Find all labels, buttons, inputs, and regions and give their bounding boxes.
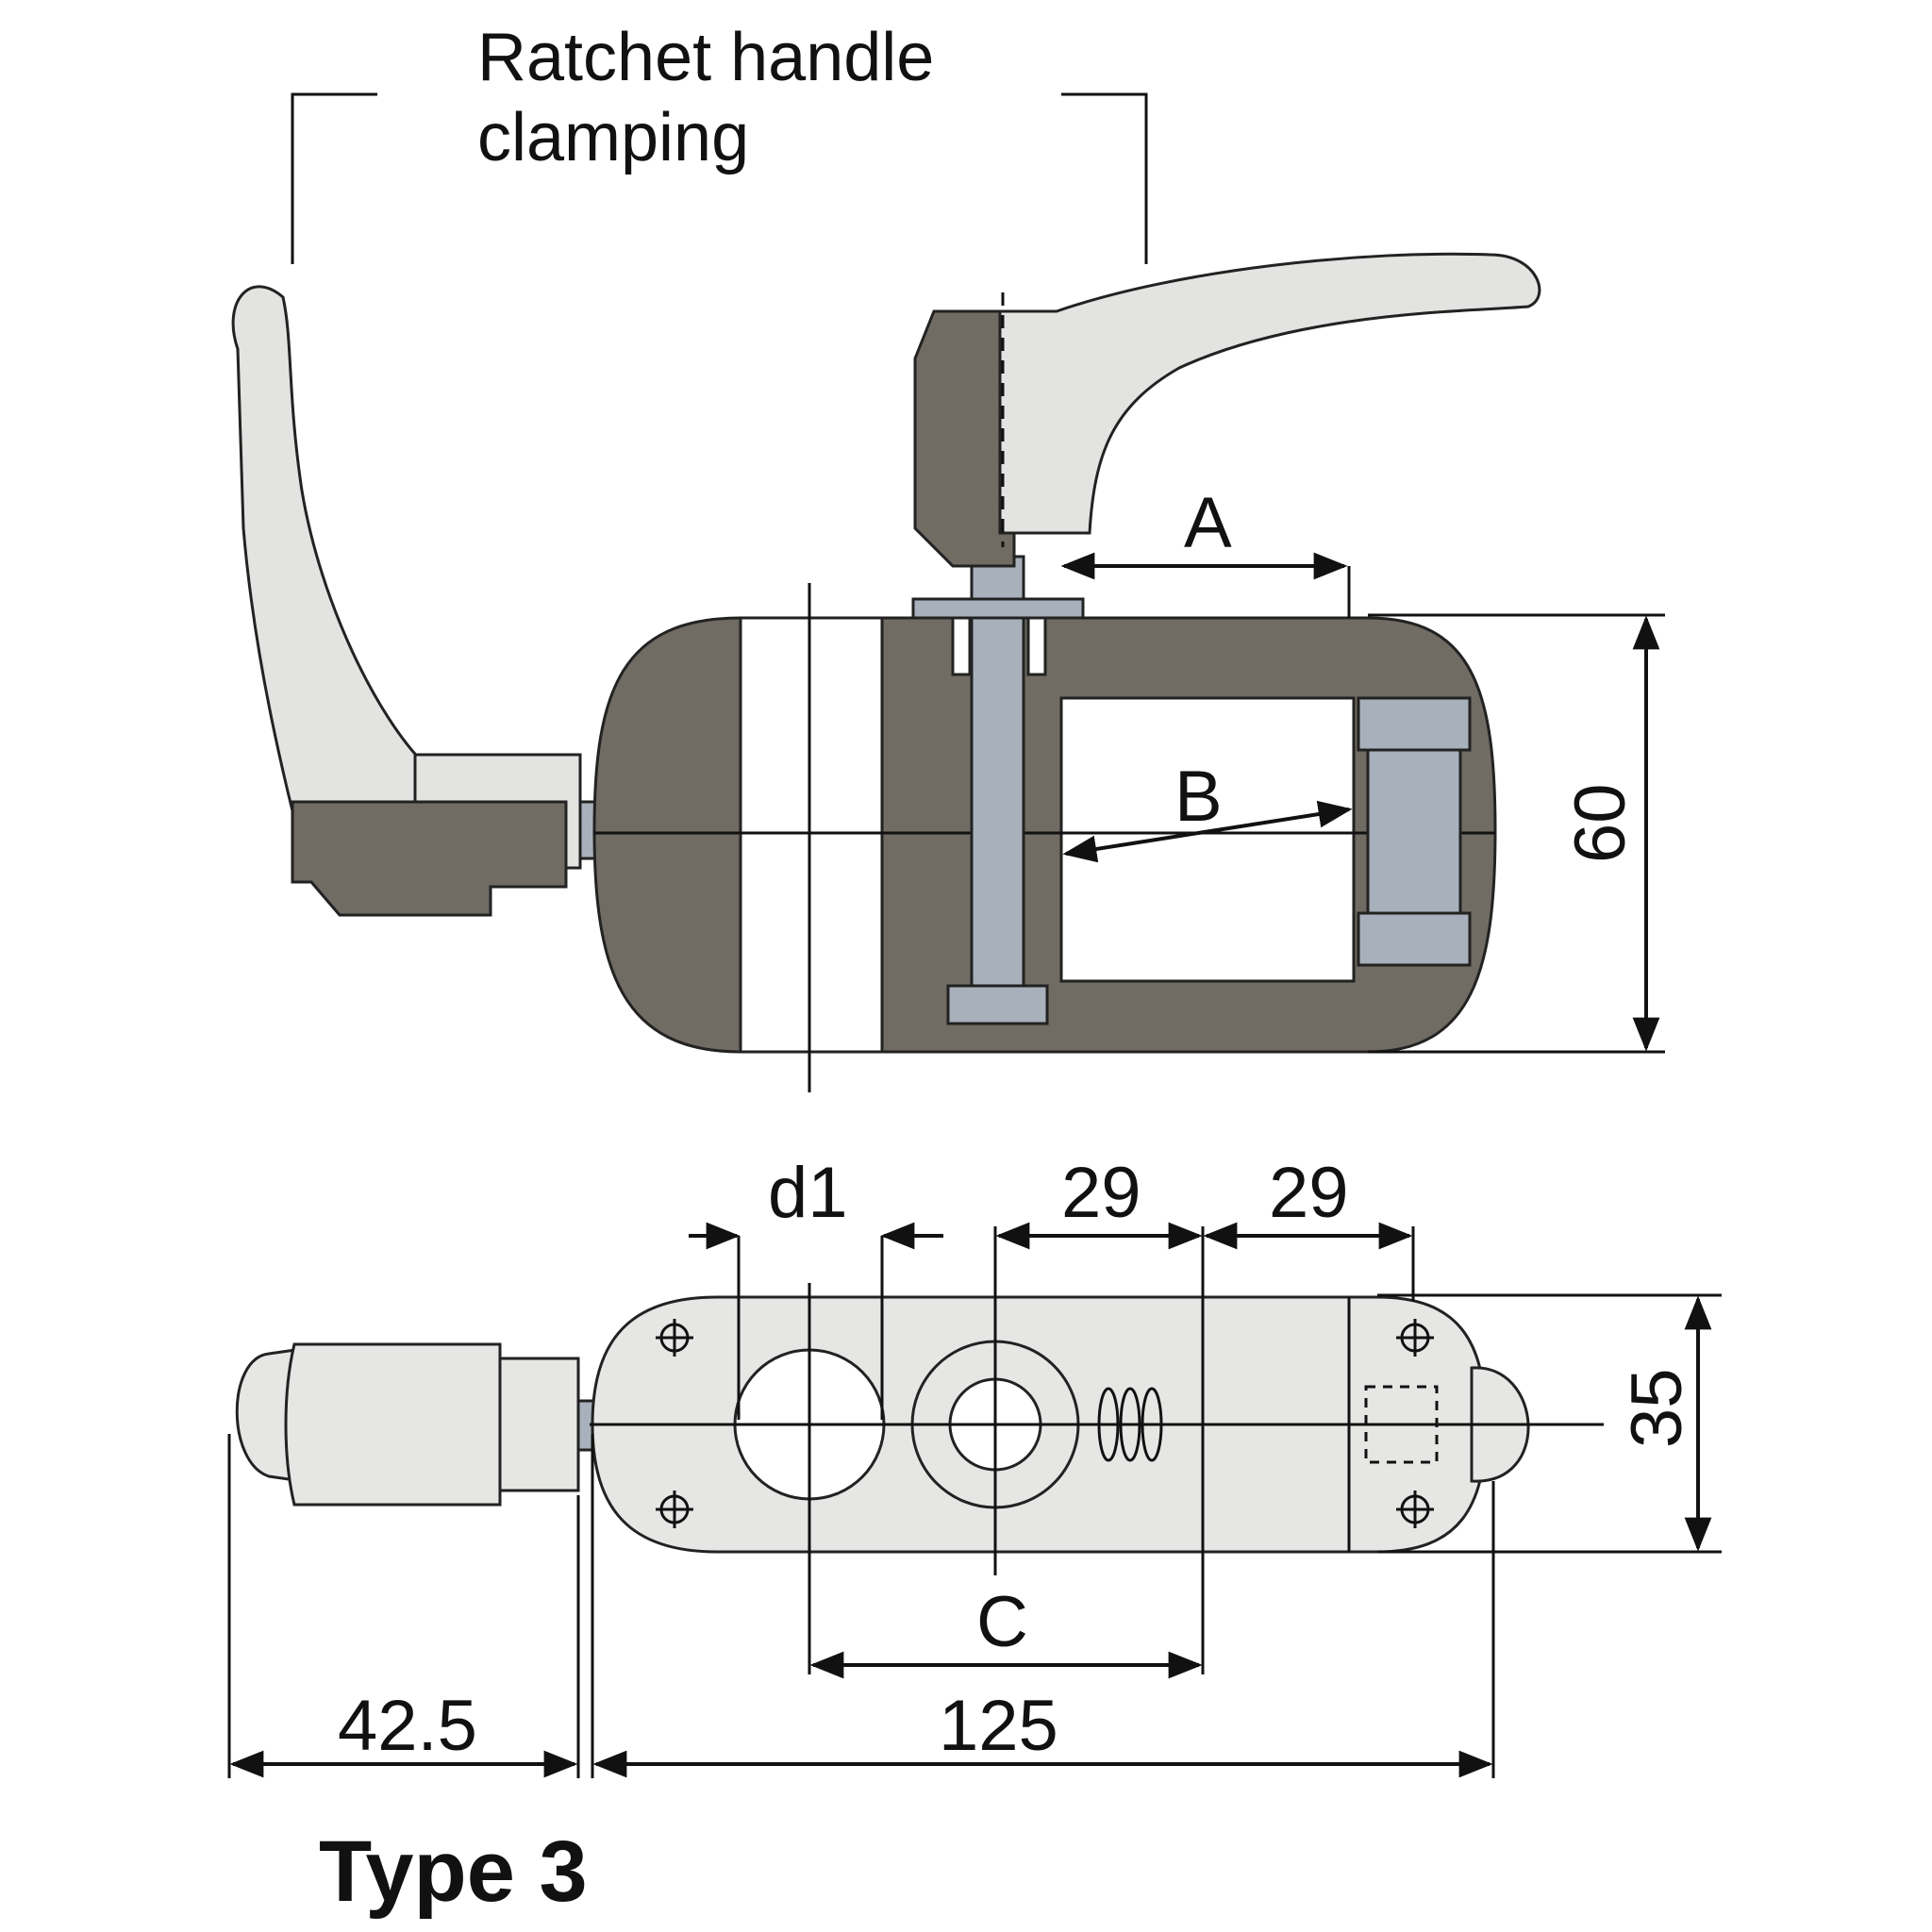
- plan-view-dimensions: d1 29 29 35 C 42.5 125: [227, 1153, 1722, 1778]
- dim-125-label: 125: [939, 1686, 1058, 1766]
- left-ratchet-handle: [231, 285, 521, 851]
- side-view-dimensions: A B 60: [1060, 483, 1665, 1054]
- left-handle-ratchet: [291, 800, 568, 917]
- top-ratchet-handle: [998, 252, 1541, 535]
- center-bolt-nut: [946, 984, 1049, 1025]
- dim-d1-label: d1: [768, 1153, 848, 1233]
- dim-a-label: A: [1184, 483, 1232, 563]
- right-screw-nut: [1357, 911, 1472, 967]
- dim-29-label-1: 29: [1061, 1153, 1141, 1233]
- dim-29-label-2: 29: [1269, 1153, 1349, 1233]
- drawing-title-line1: Ratchet handle: [477, 20, 934, 95]
- title-bracket: [291, 92, 1148, 264]
- dim-b-label: B: [1174, 757, 1223, 837]
- washer: [911, 597, 1085, 620]
- right-screw-head: [1357, 696, 1472, 752]
- dim-c-label: C: [976, 1582, 1028, 1662]
- type-label: Type 3: [319, 1824, 588, 1920]
- side-view: [231, 252, 1541, 1092]
- bolt-bushing-left: [951, 616, 972, 676]
- plan-handle-grip: [284, 1342, 502, 1507]
- bolt-bushing-right: [1026, 616, 1047, 676]
- drawing-title-line2: clamping: [477, 100, 749, 175]
- dim-60-label: 60: [1560, 783, 1641, 863]
- dim-b-line: [1062, 800, 1353, 863]
- plan-handle-hub: [498, 1357, 580, 1492]
- dim-42-label: 42.5: [338, 1686, 477, 1766]
- plan-view: [235, 1295, 1604, 1554]
- dim-35-label: 35: [1617, 1368, 1697, 1448]
- bore-d1-section: [739, 616, 884, 1054]
- plan-hole-markers: [656, 1319, 1434, 1528]
- tube-opening: [1059, 696, 1356, 983]
- center-bolt: [970, 555, 1025, 1025]
